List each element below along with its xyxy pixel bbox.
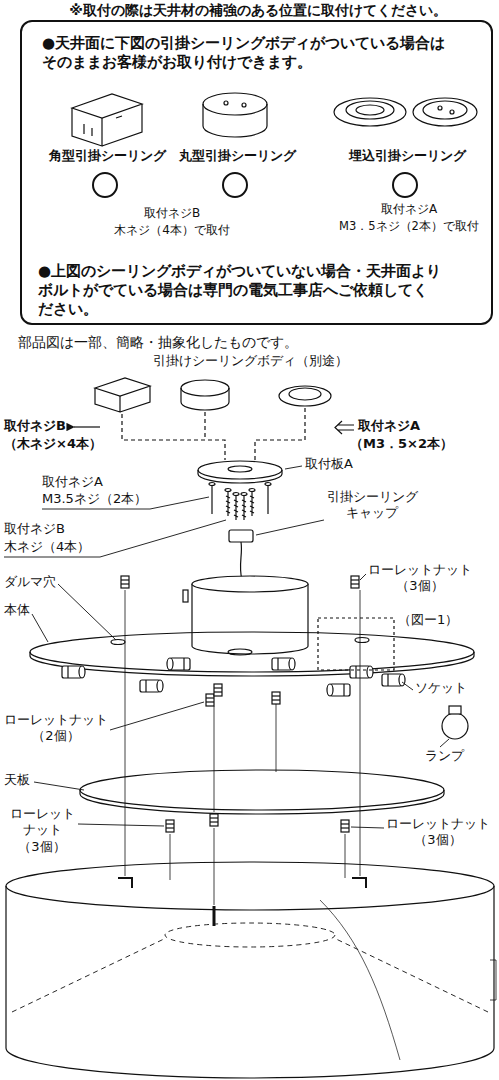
detail-bracket: [318, 618, 394, 670]
notice-text: 取付ネジB: [144, 206, 200, 221]
part-label: ローレットナット （3個）: [367, 562, 474, 595]
cord: [240, 542, 242, 580]
notice-text: 木ネジ（4本）で取付: [114, 223, 230, 238]
assembly-line: [125, 590, 360, 905]
check-circle: [93, 173, 417, 197]
mounting-plate: [198, 461, 282, 483]
part-label: 木ネジ（4本）: [4, 539, 90, 555]
part-label: ローレット ナット （3個）: [8, 806, 76, 855]
notice-text: ●天井面に下図の引掛シーリングボディがついている場合は そのままお客様がお取り付…: [42, 34, 449, 72]
part-label: 取付ネジA: [358, 418, 420, 434]
part-label: ダルマ穴: [4, 574, 56, 590]
double-arrow: [335, 421, 354, 434]
lamp-bulb: [442, 706, 468, 739]
notice-text: 埋込引掛シーリング: [349, 148, 466, 164]
flush-ceiling-body-icon: [334, 98, 477, 126]
notice-text: 丸型引掛シーリング: [179, 148, 296, 164]
top-plate: [80, 770, 444, 814]
flush-ceiling-body: [279, 386, 331, 406]
assembly-line: [122, 408, 305, 460]
notice-text: 取付ネジA: [381, 202, 437, 217]
leader-line: [4, 466, 449, 828]
round-ceiling-body-icon: [203, 93, 267, 137]
part-label: （M3．5×2本）: [350, 436, 453, 452]
part-label: 本体: [4, 602, 30, 618]
part-label: 天板: [4, 772, 30, 788]
part-label: ソケット: [415, 680, 467, 696]
part-label: （木ネジ×4本）: [4, 436, 102, 452]
part-label: 取付ネジA: [42, 474, 103, 490]
notice-text: 角型引掛シーリング: [49, 148, 166, 164]
square-ceiling-body: [95, 378, 150, 412]
part-label: 部品図は一部、簡略・抽象化したものです。: [18, 334, 298, 352]
square-ceiling-body-icon: [72, 94, 142, 146]
part-label: 引掛シーリング キャップ: [325, 489, 419, 522]
part-label: （図ー1）: [398, 612, 458, 628]
part-label: ※取付の際は天井材の補強のある位置に取付けてください。: [69, 2, 447, 20]
part-label: 取付ネジB: [4, 418, 66, 434]
arrow: [74, 426, 100, 427]
part-label: ローレットナット （3個）: [385, 816, 492, 849]
round-ceiling-body: [181, 380, 229, 410]
notice-text: M3．5ネジ（2本）で取付: [339, 219, 479, 233]
part-label: 取付ネジB: [4, 521, 65, 537]
shade: [6, 862, 496, 1078]
notice-box: ●天井面に下図の引掛シーリングボディがついている場合は そのままお客様がお取り付…: [20, 20, 493, 325]
part-label: M3.5ネジ（2本）: [42, 491, 147, 507]
part-label: ランプ: [425, 748, 464, 764]
ceiling-cap: [229, 530, 253, 542]
part-label: 取付板A: [305, 456, 353, 472]
part-label: ローレットナット （2個）: [3, 712, 110, 745]
notice-text: ●上図のシーリングボディがついていない場合・天井面より ボルトがでている場合は専…: [38, 262, 445, 318]
part-label: 引掛けシーリングボディ（別途）: [153, 353, 348, 369]
